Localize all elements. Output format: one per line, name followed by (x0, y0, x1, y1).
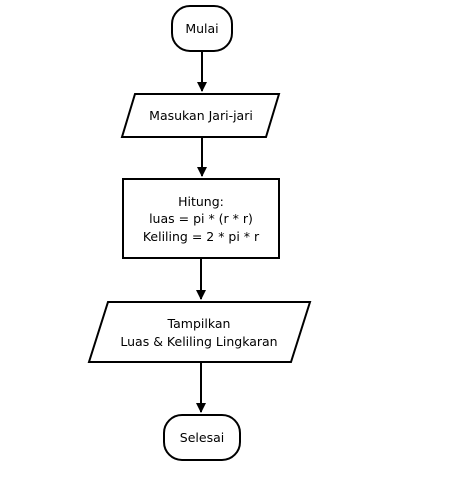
start-node: Mulai (171, 5, 233, 52)
output-parallelogram-shape (87, 301, 312, 363)
process-line-3: Keliling = 2 * pi * r (143, 229, 260, 244)
connectors (196, 51, 207, 413)
output-line-1: Tampilkan (167, 316, 231, 331)
process-line-1: Hitung: (178, 194, 224, 209)
process-line-2: luas = pi * (r * r) (149, 211, 253, 226)
end-node: Selesai (163, 414, 241, 461)
start-label: Mulai (185, 21, 218, 36)
input-label: Masukan Jari-jari (149, 108, 253, 123)
input-node: Masukan Jari-jari (120, 93, 281, 138)
process-rectangle-shape (122, 178, 280, 259)
process-node: Hitung: luas = pi * (r * r) Keliling = 2… (122, 178, 280, 259)
end-label: Selesai (180, 430, 224, 445)
output-line-2: Luas & Keliling Lingkaran (120, 334, 277, 349)
start-terminator-shape (171, 5, 233, 52)
end-terminator-shape (163, 414, 241, 461)
output-node: Tampilkan Luas & Keliling Lingkaran (87, 301, 312, 363)
input-parallelogram-shape (120, 93, 281, 138)
